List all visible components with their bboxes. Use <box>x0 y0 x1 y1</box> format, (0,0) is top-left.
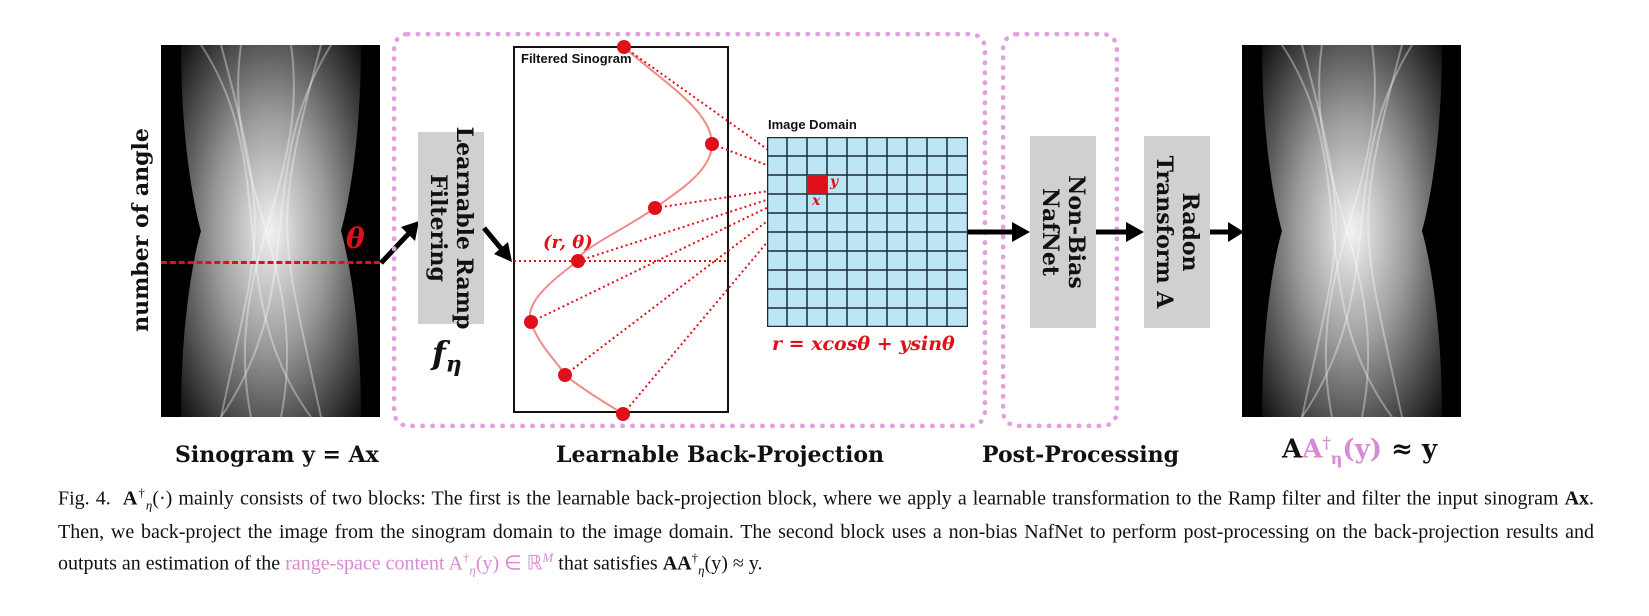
output-caption-A: A <box>1282 434 1303 465</box>
arrow-to-ramp <box>379 221 419 265</box>
projection-point <box>705 137 719 151</box>
caption-text2: . Then, we back-project the image from t… <box>58 487 1595 575</box>
input-sinogram-image <box>161 45 380 417</box>
nafnet-block: Non-Bias NafNet <box>1030 136 1096 328</box>
caption-end-sub: η <box>698 562 705 578</box>
sinusoid-curve <box>528 46 714 415</box>
arrow-to-nafnet <box>968 222 1030 242</box>
arrow-to-output <box>1210 222 1244 242</box>
output-caption-arg: (y) <box>1342 434 1383 465</box>
pixel-x-label: x <box>812 193 821 209</box>
figure-caption: Fig. 4. A†η(·) mainly consists of two bl… <box>58 480 1594 583</box>
nafnet-line1: Non-Bias <box>1063 175 1089 289</box>
output-sinogram-image <box>1242 45 1461 417</box>
caption-text1: mainly consists of two blocks: The first… <box>172 487 1565 510</box>
ramp-symbol-f: f <box>432 334 446 372</box>
sinogram-angle-line <box>161 261 380 264</box>
nafnet-line2: NafNet <box>1037 187 1063 277</box>
post-processing-caption: Post-Processing <box>982 442 1180 468</box>
output-caption-rest: ≈ y <box>1382 434 1438 465</box>
projection-point <box>617 40 631 54</box>
projection-point <box>571 254 585 268</box>
caption-text3: that satisfies <box>553 552 663 575</box>
caption-pink-math: (y) ∈ ℝ <box>475 552 543 575</box>
radon-line1: Radon <box>1177 192 1203 272</box>
projection-point <box>648 201 662 215</box>
projection-point <box>524 315 538 329</box>
caption-end-AA: AA <box>662 552 692 575</box>
pixel-y-label: y <box>830 174 839 190</box>
back-projection-caption: Learnable Back-Projection <box>556 442 885 468</box>
caption-pink-sup: † <box>462 549 470 565</box>
target-pixel <box>807 175 827 194</box>
caption-pink-text: range-space content A <box>285 552 463 575</box>
output-caption: AA†η(y) ≈ y <box>1282 433 1437 468</box>
caption-end-math: (y) ≈ y. <box>704 552 763 575</box>
caption-prefix: Fig. 4. <box>58 487 111 510</box>
sinogram-caption: Sinogram y = Ax <box>175 442 379 468</box>
arrow-to-filtered <box>482 226 512 262</box>
output-caption-A-pink: A <box>1302 434 1323 465</box>
ramp-filter-block: Learnable Ramp Filtering <box>418 127 484 329</box>
sinogram-texture-left <box>181 45 361 417</box>
projection-point <box>616 407 630 421</box>
ramp-symbol-eta: η <box>445 351 462 378</box>
radon-equation: r = xcosθ + ysinθ <box>772 333 955 355</box>
output-caption-eta: η <box>1330 448 1343 468</box>
caption-text1-math: Ax <box>1564 487 1590 510</box>
caption-math-sub: η <box>145 497 153 513</box>
image-domain-grid <box>767 137 968 327</box>
caption-math-sup: † <box>137 485 146 500</box>
output-caption-dagger: † <box>1322 433 1331 452</box>
caption-math-arg: (·) <box>152 487 173 510</box>
image-domain-title: Image Domain <box>768 117 857 132</box>
sinogram-texture-right <box>1262 45 1442 417</box>
projection-point <box>558 368 572 382</box>
radon-line2: Transform A <box>1151 155 1177 309</box>
ramp-symbol: fη <box>432 334 462 377</box>
theta-symbol: θ <box>346 222 365 255</box>
caption-end-sup: † <box>691 549 699 565</box>
radon-transform-block: Radon Transform A <box>1144 136 1210 328</box>
arrow-to-radon <box>1096 222 1144 242</box>
caption-math-A: A <box>122 487 138 510</box>
point-label: (r, θ) <box>543 232 593 253</box>
filtered-sinogram-title: Filtered Sinogram <box>521 51 632 66</box>
caption-pink-sub: η <box>469 562 476 578</box>
caption-pink-M: M <box>542 549 554 565</box>
